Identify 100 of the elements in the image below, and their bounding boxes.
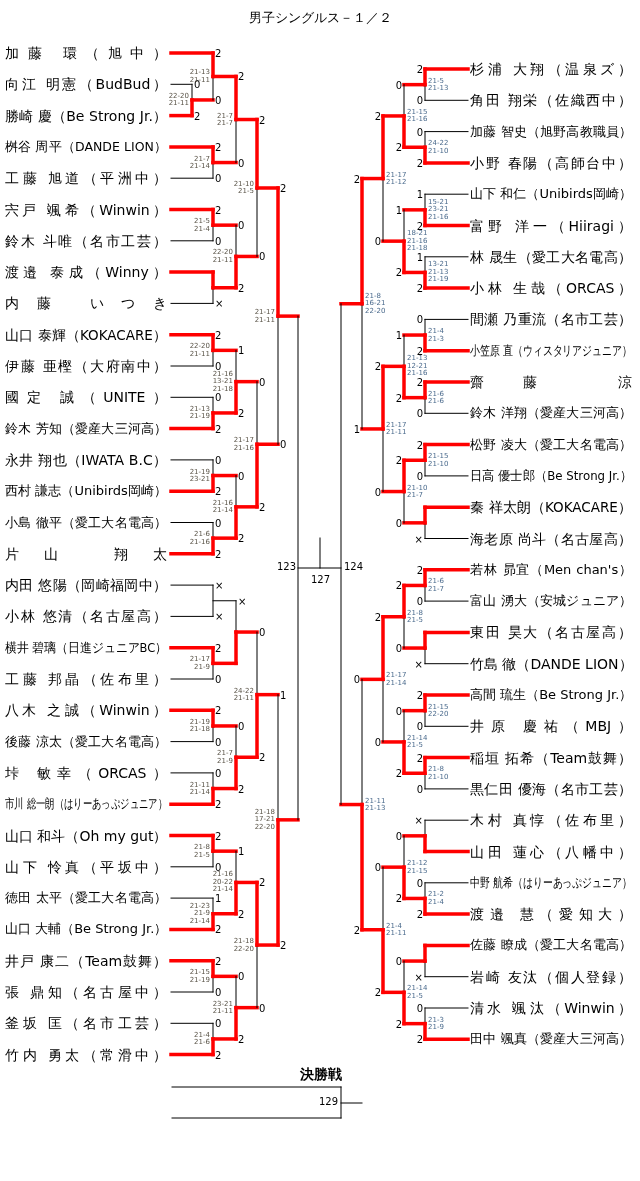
score-mark: 2 (374, 360, 381, 372)
player-name: 張 鼎知（名古屋中） (5, 983, 167, 1002)
score-mark: 2 (215, 955, 222, 967)
player-name: 山口 泰輝（KOKACARE） (5, 325, 167, 345)
score-mark: 2 (259, 114, 266, 125)
player-name: 渡邉 慧（愛知大） (470, 905, 632, 925)
player-name: 中野 航希（はりーあっぷジュニア） (470, 873, 632, 892)
player-name: 小野 春陽（高師台中） (470, 153, 632, 173)
player-name: 加藤 環（旭中） (5, 44, 167, 63)
score-mark: 1 (280, 689, 287, 701)
player-name: 海老原 尚斗（名古屋高） (470, 529, 632, 549)
player-name: 山下 和仁（Unibirds岡崎） (470, 185, 632, 204)
score-mark: 2 (238, 783, 245, 795)
player-name: 小島 徹平（愛工大名電高） (5, 513, 167, 532)
score-mark: 2 (395, 392, 402, 404)
score-mark: 2 (416, 439, 423, 451)
player-name: 鈴木 洋翔（愛産大三河高） (470, 404, 632, 423)
player-name: 伊藤 亜樫（大府南中） (5, 357, 167, 376)
score-mark: 2 (395, 579, 402, 591)
score-mark: 2 (416, 689, 423, 701)
score-mark: 2 (353, 173, 360, 185)
score-mark: 2 (395, 1018, 402, 1030)
score-mark: 2 (280, 182, 287, 194)
player-name: 日高 優士郎（Be Strong Jr.） (470, 466, 633, 485)
score-mark: 0 (416, 720, 423, 732)
player-name: 加藤 智史（旭野高教職員） (470, 122, 632, 141)
player-name: 勝崎 慶（Be Strong Jr.） (5, 106, 167, 126)
player-name: 工藤 邦晶（佐布里） (5, 670, 167, 689)
score-mark: 0 (215, 360, 222, 372)
player-name: 小林 悠清（名古屋高） (5, 607, 167, 627)
score-mark: 2 (416, 1033, 423, 1045)
player-name: 林 晟生（愛工大名電高） (470, 247, 632, 267)
score-mark: 0 (374, 235, 381, 247)
player-name: 山口 和斗（Oh my gut） (5, 826, 167, 846)
score-mark: 2 (238, 407, 245, 419)
score-mark: 2 (238, 70, 245, 82)
score-mark: 0 (215, 986, 222, 998)
score-mark: 0 (416, 313, 423, 325)
score-mark: 0 (395, 705, 402, 717)
score-mark: 2 (215, 485, 222, 497)
score-mark: 2 (215, 47, 222, 59)
score-mark: 2 (215, 704, 222, 716)
player-name: 鈴木 芳知（愛産大三河高） (5, 419, 167, 438)
score-mark: 0 (259, 376, 266, 388)
player-name: 井原 慶祐（MBJ） (470, 717, 632, 737)
score-mark: 0 (416, 407, 423, 419)
score-mark: 0 (395, 79, 402, 91)
score-mark: 2 (215, 923, 222, 935)
score-mark: 2 (238, 282, 245, 294)
player-name: 垰 敏幸（ORCAS） (5, 763, 167, 783)
score-mark: 2 (259, 751, 266, 763)
score-mark: 0 (395, 517, 402, 529)
score-mark: 2 (215, 204, 222, 215)
player-name: 内田 悠陽（岡崎福岡中） (5, 576, 167, 596)
player-name: 東田 昊大（名古屋高） (470, 623, 632, 643)
player-name: 稲垣 拓希（Team鼓舞） (470, 748, 632, 768)
score-mark: 0 (259, 250, 266, 262)
score-mark: 2 (416, 752, 423, 764)
score-mark: 0 (416, 1002, 423, 1014)
player-name: 山田 蓮心（八幡中） (470, 842, 632, 862)
score-mark: 0 (416, 783, 423, 795)
score-mark: 0 (353, 673, 360, 685)
player-name: 八木 之誠（Winwin） (5, 701, 167, 721)
player-name: 田中 颯真（愛産大三河高） (470, 1030, 632, 1049)
score-mark: 0 (395, 642, 402, 654)
score-mark: 2 (353, 924, 360, 936)
score-mark: 2 (416, 908, 423, 920)
score-mark: × (238, 595, 247, 607)
score-mark: 2 (259, 501, 266, 513)
match-number: 123 (276, 561, 296, 572)
score-mark: 0 (259, 1002, 266, 1014)
player-name: 市川 総一朗（はりーあっぷジュニア） (5, 795, 167, 814)
score-mark: 0 (374, 486, 381, 498)
score-mark: 1 (238, 344, 245, 356)
score-mark: 0 (238, 970, 245, 982)
score-mark: 2 (374, 611, 381, 623)
score-mark: 0 (215, 391, 222, 403)
score-mark: 1 (395, 329, 402, 341)
player-name: 間瀬 乃重流（名市工芸） (470, 310, 632, 330)
score-mark: 0 (374, 861, 381, 873)
score-mark: × (414, 971, 423, 983)
score-mark: 2 (374, 986, 381, 998)
score-mark: 0 (374, 736, 381, 748)
score-mark: 2 (238, 532, 245, 544)
player-name: 小林 生哉（ORCAS） (470, 279, 632, 299)
score-mark: × (414, 814, 423, 826)
player-name: 竹内 勇太（常滑中） (5, 1045, 167, 1065)
player-name: 山下 怜真（平坂中） (5, 857, 167, 877)
score-mark: 0 (215, 673, 222, 685)
score-mark: × (215, 579, 224, 591)
player-name: 杉浦 大翔（温泉ズ） (470, 60, 632, 79)
player-name: 高間 琉生（Be Strong Jr.） (470, 686, 632, 704)
score-mark: 0 (416, 595, 423, 607)
score-mark: 0 (238, 470, 245, 482)
score-mark: × (414, 658, 423, 670)
player-name: 内藤 いつき (5, 294, 167, 314)
score-mark: 0 (416, 126, 423, 138)
player-name: 後藤 涼太（愛工大名電高） (5, 732, 167, 751)
score-mark: 0 (259, 626, 266, 638)
player-name: 永井 翔也（IWATA B.C） (5, 450, 167, 470)
